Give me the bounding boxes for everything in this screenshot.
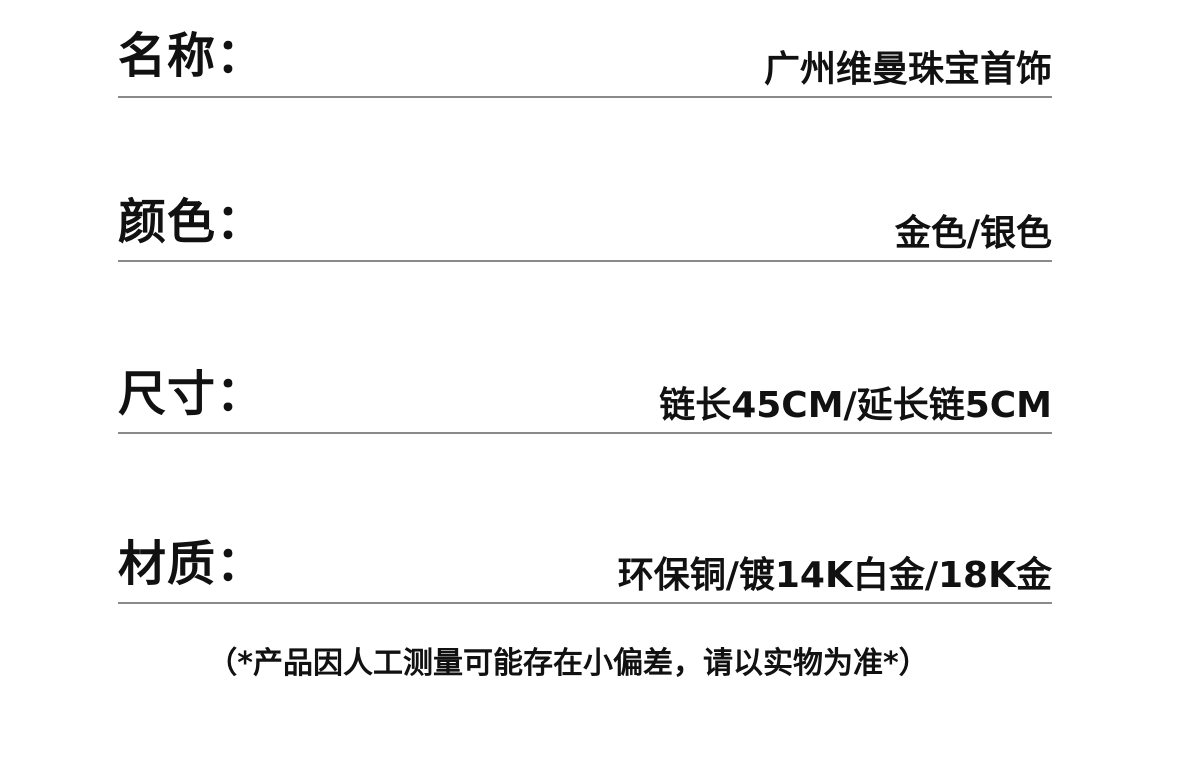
measurement-disclaimer: （*产品因人工测量可能存在小偏差，请以实物为准*） xyxy=(207,646,929,681)
spec-row-name: 名称： 广州维曼珠宝首饰 xyxy=(118,0,1052,98)
color-value: 金色/银色 xyxy=(894,213,1052,254)
spec-row-size: 尺寸： 链长45CM/延长链5CM xyxy=(118,332,1052,434)
name-label: 名称： xyxy=(118,28,266,84)
name-value: 广州维曼珠宝首饰 xyxy=(763,49,1052,90)
material-value: 环保铜/镀14K白金/18K金 xyxy=(617,555,1052,596)
size-label: 尺寸： xyxy=(118,366,266,422)
color-label: 颜色： xyxy=(118,194,266,250)
material-label: 材质： xyxy=(118,536,266,592)
spec-row-material: 材质： 环保铜/镀14K白金/18K金 xyxy=(118,502,1052,604)
spec-row-color: 颜色： 金色/银色 xyxy=(118,160,1052,262)
size-value: 链长45CM/延长链5CM xyxy=(659,385,1052,426)
